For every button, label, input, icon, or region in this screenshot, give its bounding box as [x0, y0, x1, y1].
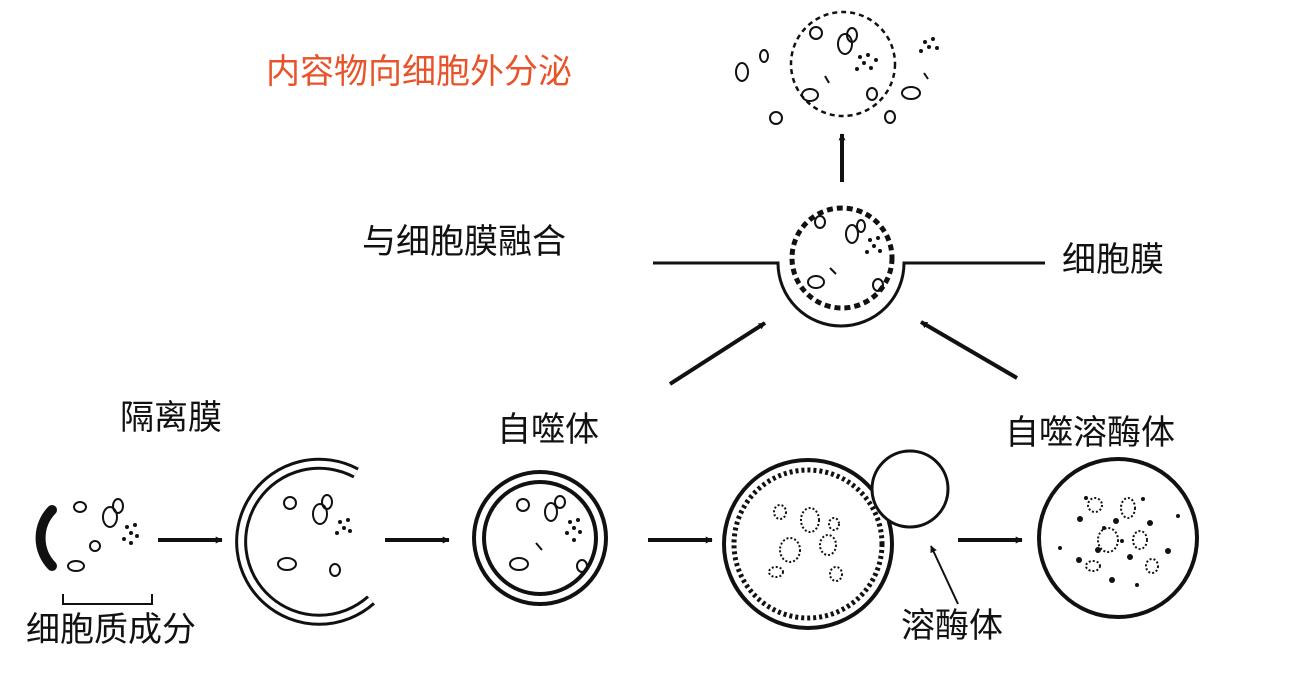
cell-membrane-fusion	[653, 205, 1045, 328]
cytoplasm-granules	[122, 523, 139, 545]
secreted-contents	[735, 10, 939, 125]
isolation-membrane-label: 隔离膜	[120, 398, 222, 438]
cytoplasm-bracket	[62, 594, 153, 605]
fusion-label: 与细胞膜融合	[362, 222, 566, 262]
lysosome	[870, 449, 950, 529]
arrow-up-left	[668, 321, 767, 386]
secretion-label: 内容物向细胞外分泌	[266, 52, 572, 92]
arrow-up-right	[919, 320, 1019, 380]
forming-autophagosome	[235, 457, 375, 626]
isolation-membrane-stage	[35, 498, 153, 605]
lysosome-label: 溶酶体	[901, 606, 1003, 646]
cytoplasm-components	[67, 498, 124, 572]
cell-membrane-label: 细胞膜	[1062, 240, 1164, 280]
autophagosome-label: 自噬体	[497, 410, 599, 450]
autophagosome	[472, 470, 608, 606]
lysosome-pointer	[930, 545, 959, 605]
fusing-vesicle	[789, 205, 895, 311]
autolysosome-label: 自噬溶酶体	[1005, 413, 1175, 453]
isolation-membrane-arc	[35, 505, 57, 571]
cell-membrane	[653, 261, 1045, 328]
cytoplasm-components-label: 细胞质成分	[26, 610, 196, 650]
autolysosome	[1037, 457, 1199, 619]
lysosome-fusion	[722, 449, 959, 630]
